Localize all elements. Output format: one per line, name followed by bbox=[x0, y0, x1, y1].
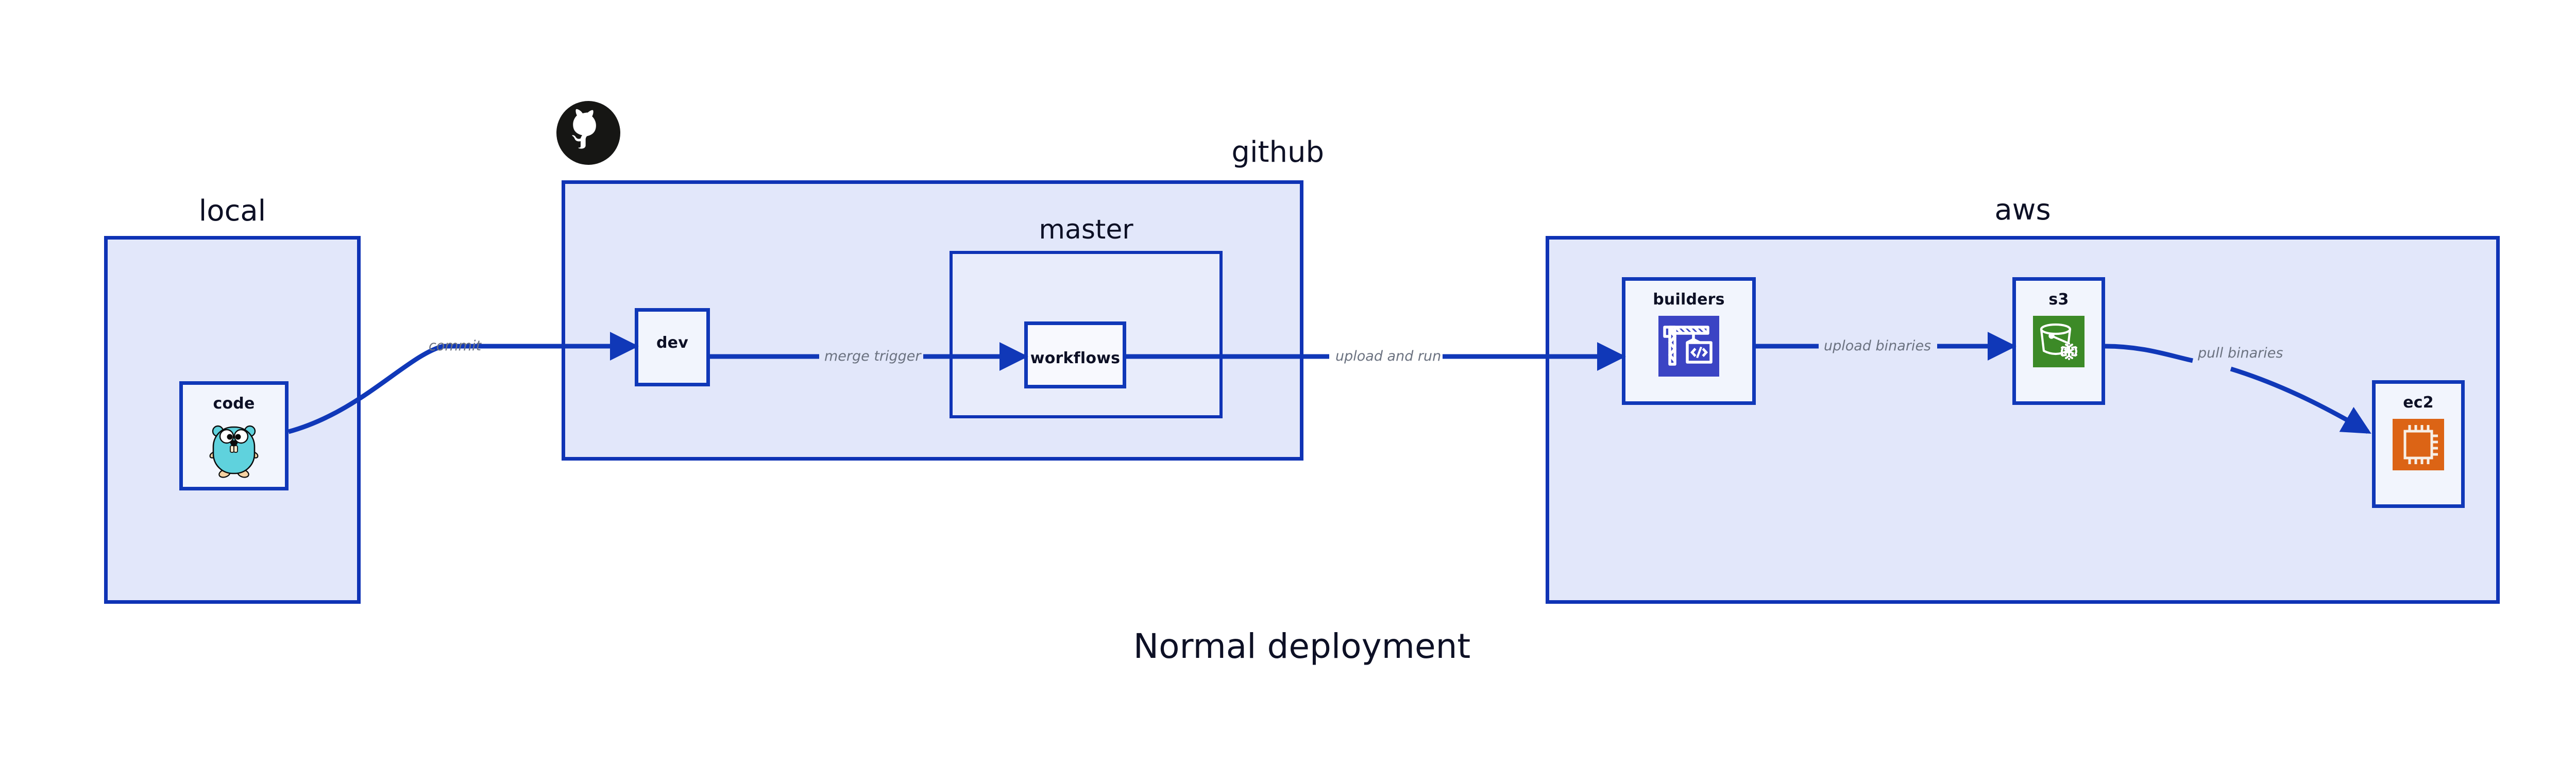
page-title: Normal deployment bbox=[0, 630, 2576, 664]
aws-ec2-icon bbox=[2393, 419, 2444, 472]
node-label-s3: s3 bbox=[2048, 291, 2069, 309]
cluster-label-github: github bbox=[1231, 135, 1324, 169]
node-label-workflows: workflows bbox=[1030, 349, 1121, 367]
node-label-code: code bbox=[213, 395, 255, 413]
cluster-label-aws: aws bbox=[1994, 193, 2051, 227]
cluster-label-local: local bbox=[198, 194, 266, 228]
edge-label-upload-and-run: upload and run bbox=[1335, 348, 1442, 364]
node-builders[interactable]: builders bbox=[1622, 277, 1756, 405]
node-workflows[interactable]: workflows bbox=[1024, 321, 1126, 388]
go-gopher-icon bbox=[207, 420, 261, 482]
page-title-text: Normal deployment bbox=[1133, 626, 1471, 666]
node-label-ec2: ec2 bbox=[2403, 394, 2434, 412]
node-dev[interactable]: dev bbox=[635, 308, 710, 386]
github-octocat-logo bbox=[556, 101, 620, 165]
edge-label-merge-trigger: merge trigger bbox=[822, 349, 923, 363]
edge-label-pull-binaries: pull binaries bbox=[2196, 346, 2285, 360]
aws-s3-glacier-icon bbox=[2033, 316, 2084, 369]
node-s3[interactable]: s3 bbox=[2012, 277, 2105, 405]
node-code[interactable]: code bbox=[179, 381, 289, 490]
node-label-dev: dev bbox=[656, 334, 688, 352]
cluster-label-master: master bbox=[1039, 214, 1133, 245]
edge-label-upload-binaries: upload binaries bbox=[1822, 339, 1934, 353]
node-label-builders: builders bbox=[1653, 291, 1725, 309]
aws-codebuild-icon bbox=[1658, 316, 1719, 379]
node-ec2[interactable]: ec2 bbox=[2372, 380, 2465, 508]
edge-label-commit: commit bbox=[429, 338, 482, 354]
